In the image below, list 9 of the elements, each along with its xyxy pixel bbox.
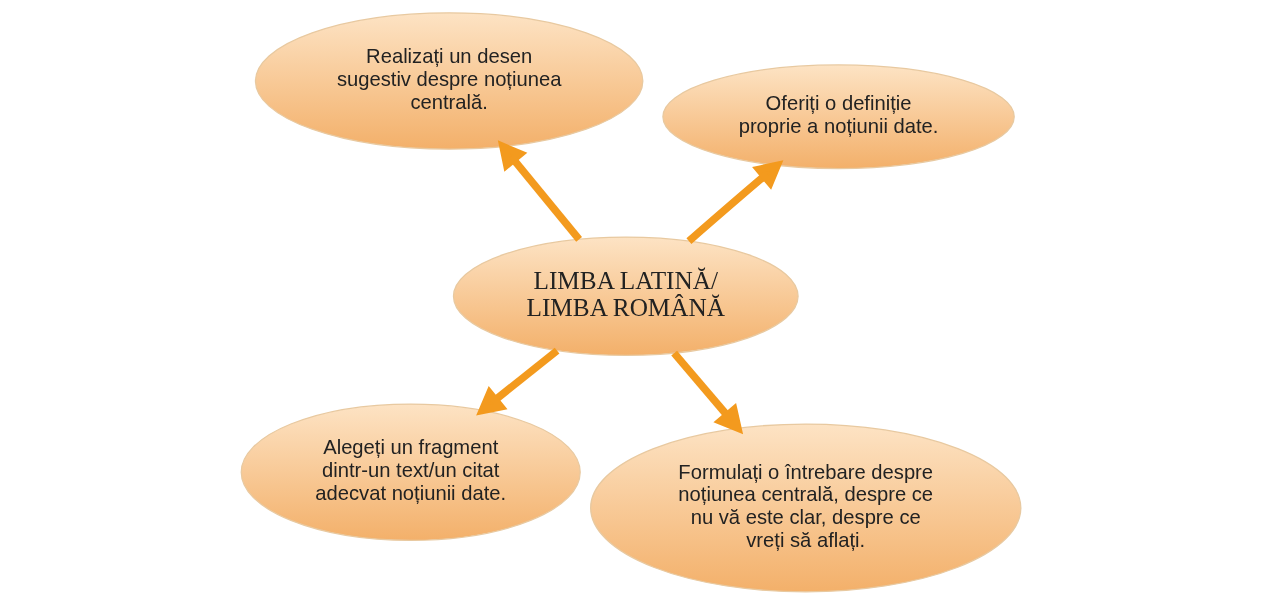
- node-ellipse: LIMBA LATINĂ/ LIMBA ROMÂNĂ: [452, 236, 799, 356]
- node-ellipse: Alegeți un fragment dintr-un text/un citat adecvat noțiunii date.: [240, 403, 581, 542]
- node-ellipse: Realizați un desen sugestiv despre noțiunea centrală.: [254, 12, 644, 150]
- arrow: [497, 140, 583, 242]
- node-ellipse: Formulați o întrebare despre noțiunea centrală, despre ce nu vă este clar, despre ce vreți să aflați.: [590, 423, 1022, 593]
- arrow: [671, 350, 744, 435]
- arrow: [686, 160, 784, 244]
- arrow: [476, 347, 560, 416]
- node-ellipse: Oferiți o definiție proprie a noțiunii date.: [662, 64, 1015, 170]
